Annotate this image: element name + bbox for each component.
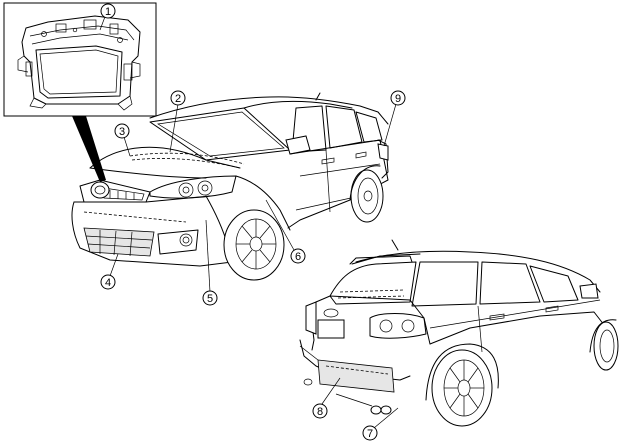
callout-label-4: 4: [105, 277, 111, 289]
leader-3: [123, 136, 131, 157]
leader-4: [109, 253, 119, 277]
callout-4: 4: [100, 274, 116, 290]
callout-3: 3: [114, 123, 130, 139]
callout-6: 6: [290, 248, 306, 264]
radiator-frame-illustration: [17, 15, 141, 111]
callout-label-2: 2: [175, 93, 181, 105]
leader-9: [383, 103, 397, 147]
callout-5: 5: [202, 290, 218, 306]
callout-1: 1: [100, 3, 116, 19]
callout-2: 2: [170, 90, 186, 106]
front-vehicle-illustration: [71, 92, 389, 281]
callout-9: 9: [390, 90, 406, 106]
leader-2: [169, 103, 179, 153]
inset-panel: [3, 2, 157, 117]
leader-6: [265, 199, 295, 251]
inset-pointer-wedge: [72, 116, 106, 182]
callout-label-8: 8: [317, 406, 323, 418]
callout-label-3: 3: [119, 126, 125, 138]
leader-8: [321, 377, 341, 405]
callout-label-7: 7: [367, 428, 373, 440]
callout-7: 7: [362, 425, 378, 441]
leader-7: [373, 407, 399, 429]
callout-8: 8: [312, 403, 328, 419]
callout-label-5: 5: [207, 293, 213, 305]
rear-vehicle-illustration: [299, 239, 619, 427]
callout-label-6: 6: [295, 251, 301, 263]
callout-label-1: 1: [105, 6, 111, 18]
callout-label-9: 9: [395, 93, 401, 105]
leader-5: [205, 219, 211, 293]
